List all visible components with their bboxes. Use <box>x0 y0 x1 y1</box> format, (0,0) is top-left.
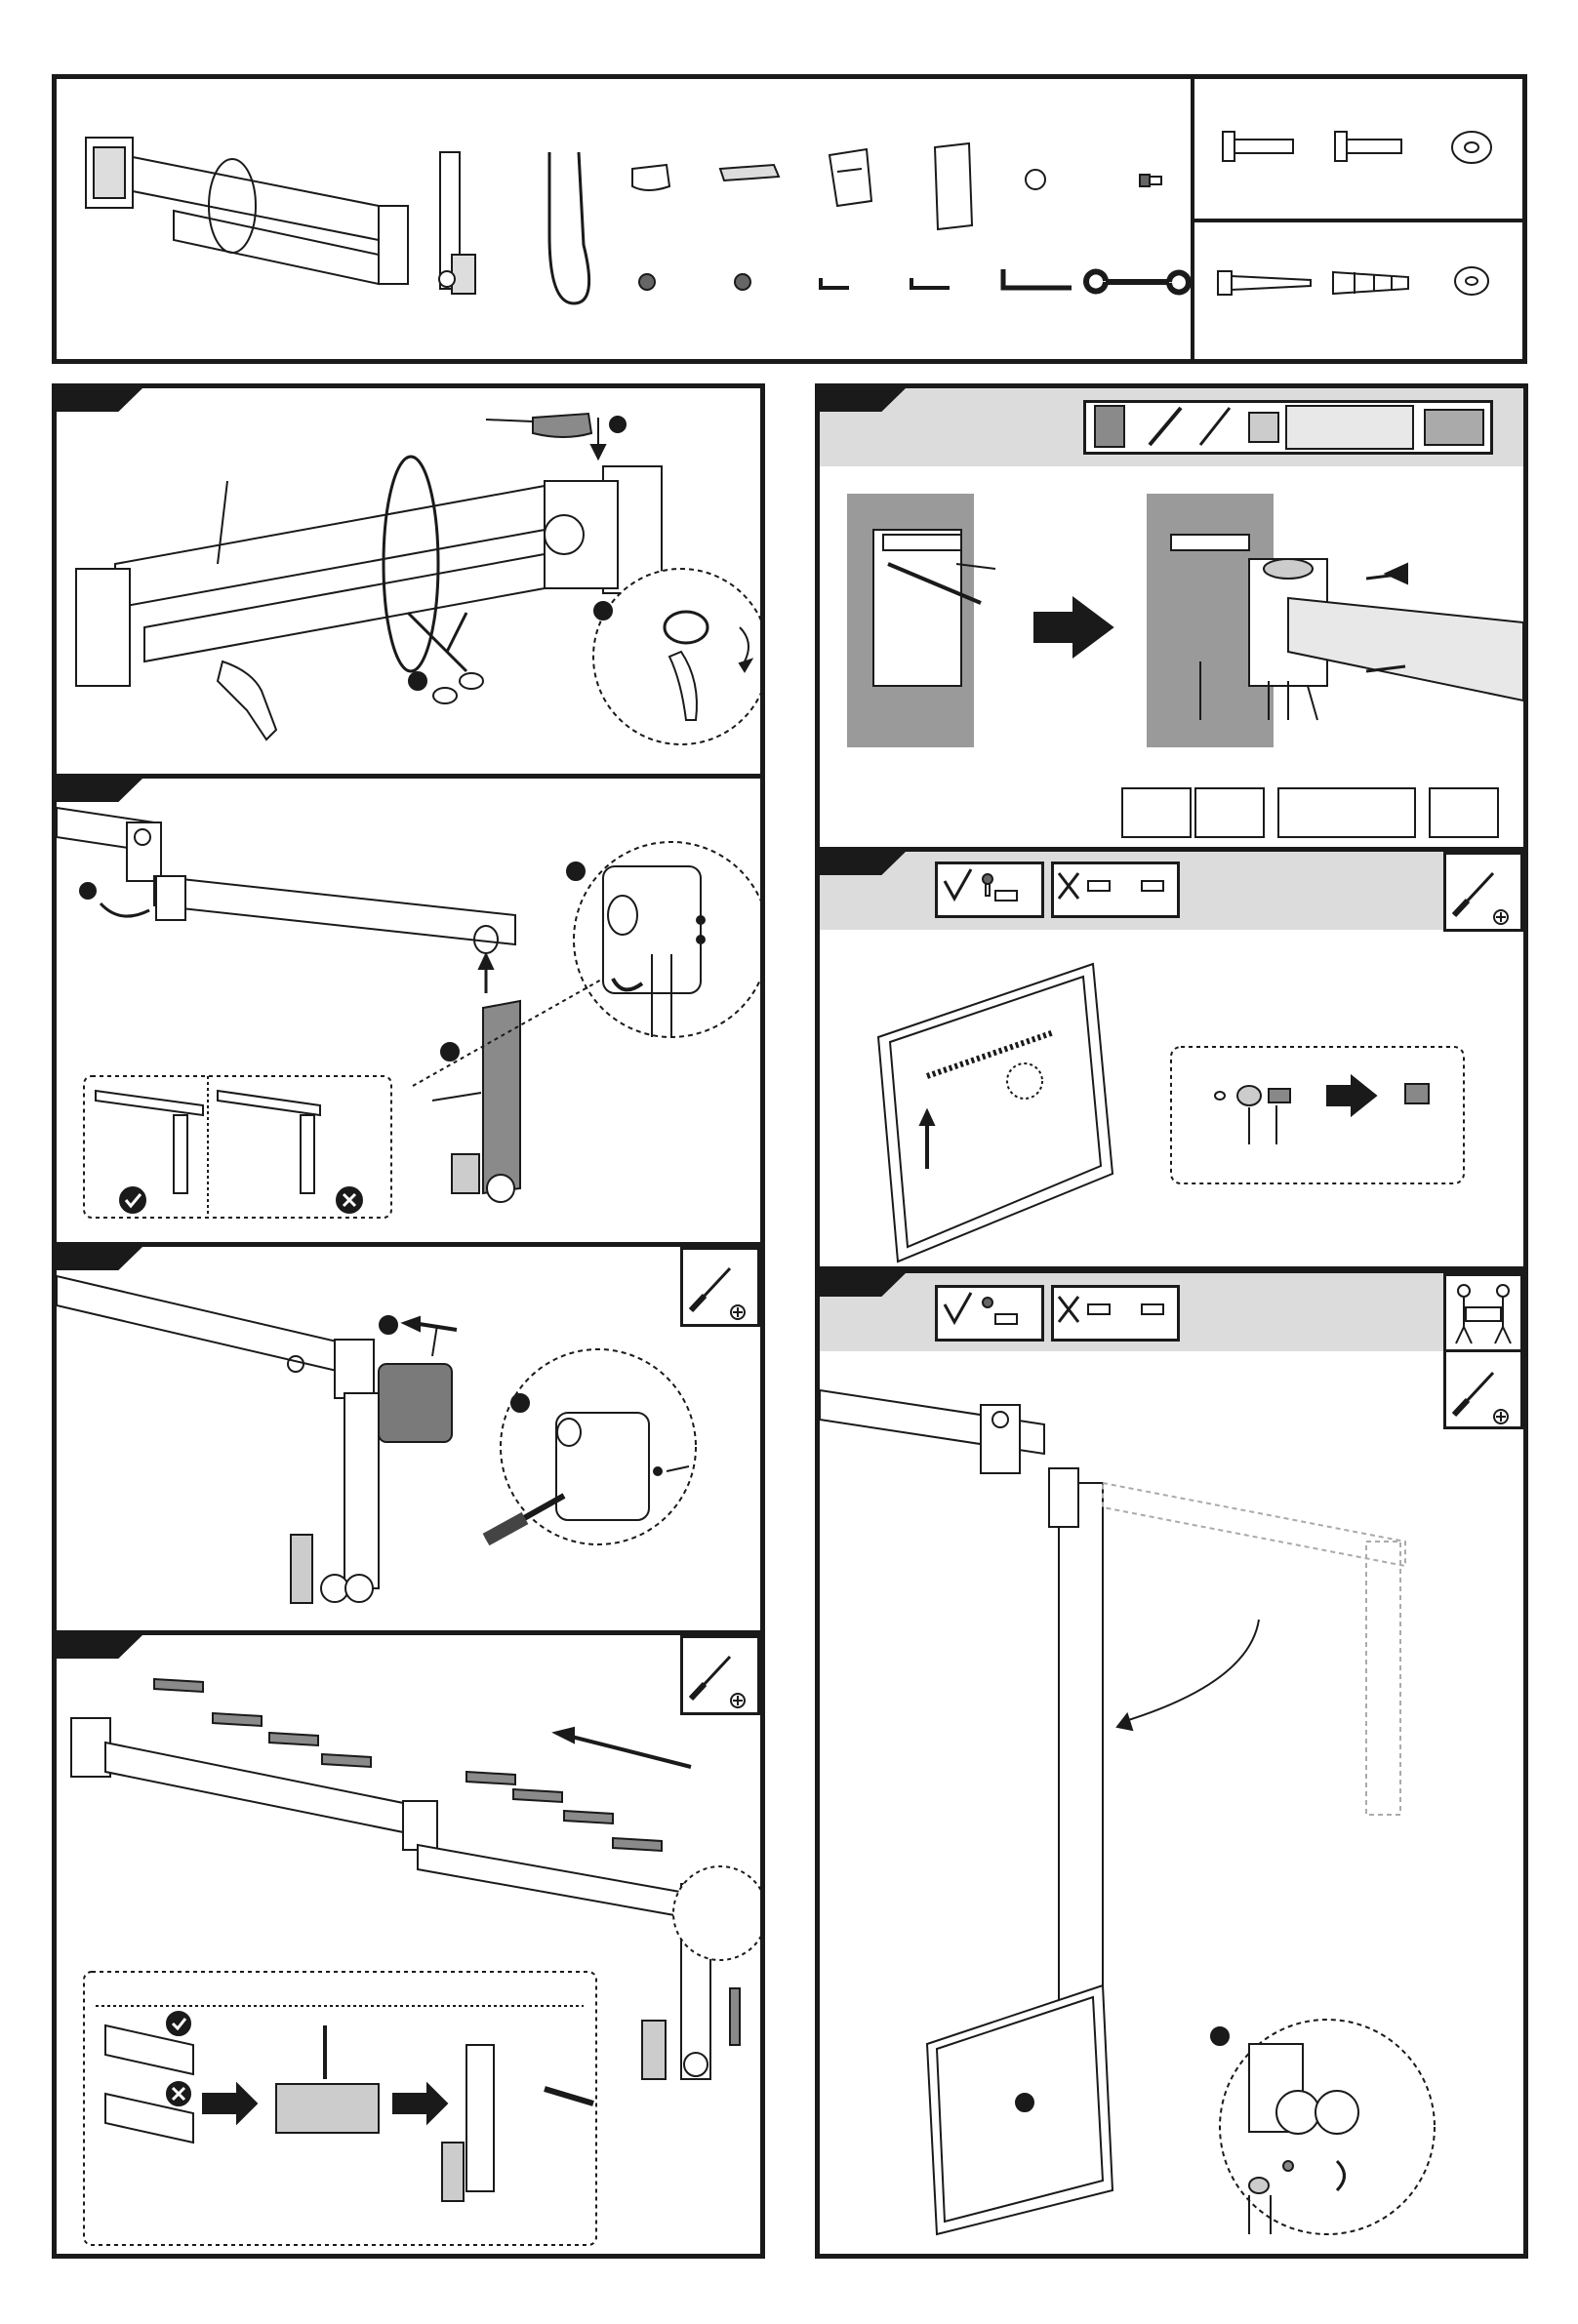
clip-part <box>829 149 871 206</box>
vertical-post-part <box>439 152 475 294</box>
step-6-panel <box>815 847 1528 1271</box>
wrench-part <box>1086 272 1189 293</box>
step-6-illustration <box>820 852 1523 1266</box>
two-person-lift-icon <box>1456 1285 1511 1343</box>
washer-small-part <box>1455 267 1488 295</box>
adapter-plate-part <box>935 143 972 229</box>
small-screw-part <box>1140 175 1161 186</box>
step-7-illustration <box>820 1273 1523 2254</box>
screw-head-part <box>639 274 655 290</box>
step-1-panel <box>52 383 765 779</box>
step-2-panel <box>52 774 765 1247</box>
cover-strip-part <box>720 165 779 180</box>
step-3-panel <box>52 1242 765 1635</box>
lag-bolt-part <box>1218 271 1311 295</box>
screw-m8-long-part <box>1223 132 1293 161</box>
cap-part <box>632 165 669 190</box>
step-5-illustration <box>820 388 1523 847</box>
check-icon <box>945 1293 971 1322</box>
arm-assembly-part <box>86 138 408 284</box>
washer-large-part <box>1452 132 1491 163</box>
step-4-illustration <box>57 1635 760 2254</box>
hex-key-large-part <box>1003 269 1072 288</box>
parts-illustrations <box>57 79 1532 369</box>
step-2-illustration <box>57 779 760 1242</box>
bent-tube-part <box>549 152 589 303</box>
knob-part <box>1026 170 1045 189</box>
parts-list-panel <box>52 74 1527 364</box>
cross-icon <box>1059 1297 1078 1322</box>
hex-key-small-part <box>821 278 849 288</box>
step-4-panel <box>52 1630 765 2259</box>
step-7-panel <box>815 1268 1528 2259</box>
wall-anchor-part <box>1333 272 1408 294</box>
step-1-illustration <box>57 388 760 774</box>
step-5-panel <box>815 383 1528 852</box>
hex-key-medium-part <box>911 278 950 288</box>
step-3-illustration <box>57 1247 760 1630</box>
screw-m8-short-part <box>1335 132 1401 161</box>
check-icon <box>945 869 971 899</box>
bolt-head-part <box>735 274 750 290</box>
cross-icon <box>1059 873 1078 899</box>
